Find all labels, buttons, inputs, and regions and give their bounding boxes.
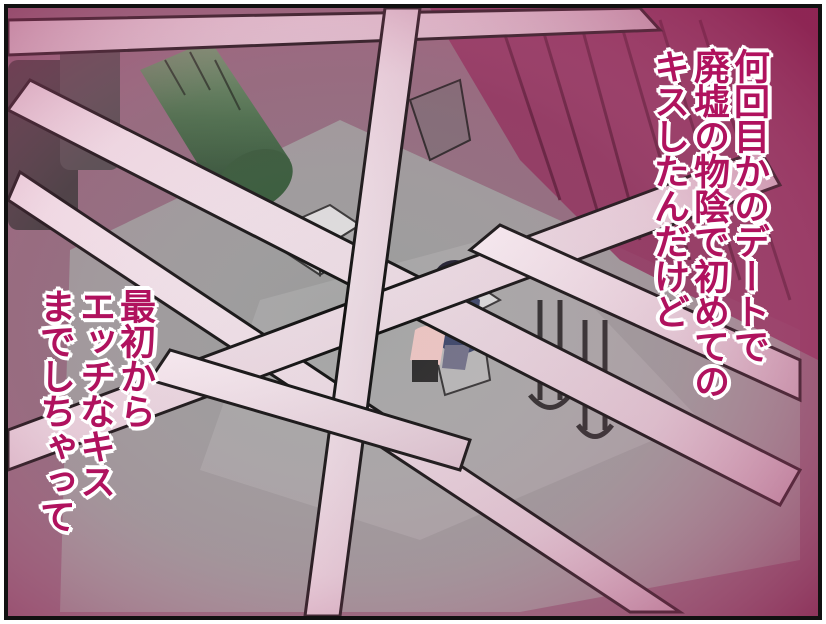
caption-left-line: エッチなキス bbox=[74, 288, 116, 499]
color-tint bbox=[8, 8, 818, 616]
caption-left-line: 最初から bbox=[114, 288, 156, 429]
caption-left-line: までしちゃって bbox=[34, 288, 76, 534]
caption-right: 何回目かのデートで 廃墟の物陰で初めての キスしたんだけど bbox=[648, 48, 770, 399]
caption-right-line: キスしたんだけど bbox=[648, 48, 690, 329]
caption-right-line: 廃墟の物陰で初めての bbox=[688, 48, 730, 399]
caption-left: 最初から エッチなキス までしちゃって bbox=[34, 288, 156, 534]
panel-border bbox=[4, 4, 822, 620]
caption-right-line: 何回目かのデートで bbox=[728, 48, 770, 364]
